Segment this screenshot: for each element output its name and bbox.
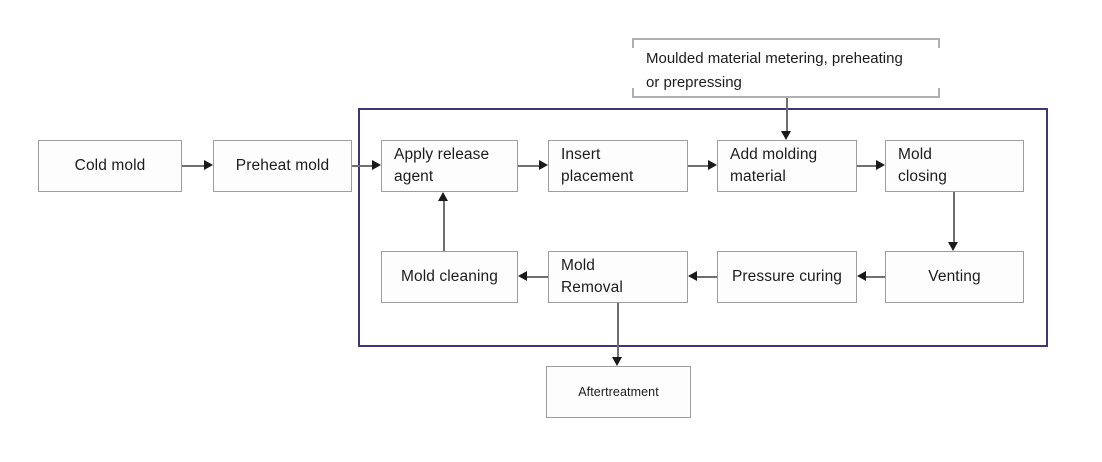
- arrowhead-preheat-mold-in: [204, 160, 213, 170]
- annotation-bracket-top-mid: [664, 38, 908, 40]
- node-mold-closing-label: Mold closing: [898, 145, 947, 185]
- node-mold-closing[interactable]: Mold closing: [885, 140, 1024, 192]
- node-apply-release-agent[interactable]: Apply release agent: [381, 140, 518, 192]
- node-mold-cleaning[interactable]: Mold cleaning: [381, 251, 518, 303]
- node-preheat-mold[interactable]: Preheat mold: [213, 140, 352, 192]
- arrowhead-add-molding-material-top-in: [781, 131, 791, 140]
- edge-cold-mold-to-preheat-mold: [182, 165, 204, 167]
- arrowhead-add-molding-material-in: [708, 160, 717, 170]
- node-aftertreatment[interactable]: Aftertreatment: [546, 366, 691, 418]
- annotation-bracket-right-bottom: [938, 88, 940, 98]
- node-apply-release-agent-label: Apply release agent: [394, 145, 490, 185]
- edge-mold-removal-to-aftertreatment: [617, 303, 619, 358]
- node-pressure-curing[interactable]: Pressure curing: [717, 251, 857, 303]
- node-insert-placement[interactable]: Insert placement: [548, 140, 688, 192]
- edge-add-molding-material-to-mold-closing: [857, 165, 876, 167]
- node-mold-removal-label: Mold Removal: [561, 256, 623, 296]
- annotation-bracket-left-top: [632, 38, 634, 48]
- edge-venting-to-pressure-curing: [866, 276, 885, 278]
- arrowhead-mold-removal-in: [688, 271, 697, 281]
- annotation-bracket-bottom: [632, 96, 940, 98]
- node-add-molding-material-label: Add molding material: [730, 145, 818, 185]
- edge-apply-release-agent-to-insert-placement: [518, 165, 539, 167]
- node-venting-label: Venting: [928, 267, 981, 285]
- node-preheat-mold-label: Preheat mold: [235, 156, 330, 174]
- node-aftertreatment-label: Aftertreatment: [578, 384, 659, 399]
- node-insert-placement-label: Insert placement: [561, 145, 634, 185]
- node-venting[interactable]: Venting: [885, 251, 1024, 303]
- edge-mold-removal-to-mold-cleaning: [527, 276, 548, 278]
- annotation-bracket-left-bottom: [632, 88, 634, 98]
- arrowhead-mold-closing-in: [876, 160, 885, 170]
- node-cold-mold-label: Cold mold: [74, 156, 146, 174]
- annotation-text: Moulded material metering, preheating or…: [646, 50, 903, 91]
- edge-insert-placement-to-add-molding-material: [688, 165, 708, 167]
- node-pressure-curing-label: Pressure curing: [731, 267, 843, 285]
- arrowhead-apply-release-agent-in: [372, 160, 381, 170]
- edge-pressure-curing-to-mold-removal: [697, 276, 717, 278]
- annotation-bracket-top-right: [908, 38, 940, 40]
- edge-preheat-mold-to-apply-release-agent: [352, 165, 372, 167]
- arrowhead-mold-cleaning-in: [518, 271, 527, 281]
- node-cold-mold[interactable]: Cold mold: [38, 140, 182, 192]
- arrowhead-pressure-curing-in: [857, 271, 866, 281]
- arrowhead-aftertreatment-in: [612, 357, 622, 366]
- node-mold-cleaning-label: Mold cleaning: [401, 267, 498, 285]
- node-add-molding-material[interactable]: Add molding material: [717, 140, 857, 192]
- annotation-bracket-top-left: [632, 38, 664, 40]
- annotation-bracket-right-top: [938, 38, 940, 48]
- annotation-box: Moulded material metering, preheating or…: [632, 38, 940, 98]
- arrowhead-venting-in: [948, 242, 958, 251]
- node-mold-removal[interactable]: Mold Removal: [548, 251, 688, 303]
- edge-mold-closing-to-venting: [953, 192, 955, 243]
- arrowhead-insert-placement-in: [539, 160, 548, 170]
- edge-annotation-to-add-molding-material: [786, 98, 788, 132]
- arrowhead-apply-release-agent-bottom-in: [438, 192, 448, 201]
- edge-mold-cleaning-to-apply-release-agent: [443, 200, 445, 251]
